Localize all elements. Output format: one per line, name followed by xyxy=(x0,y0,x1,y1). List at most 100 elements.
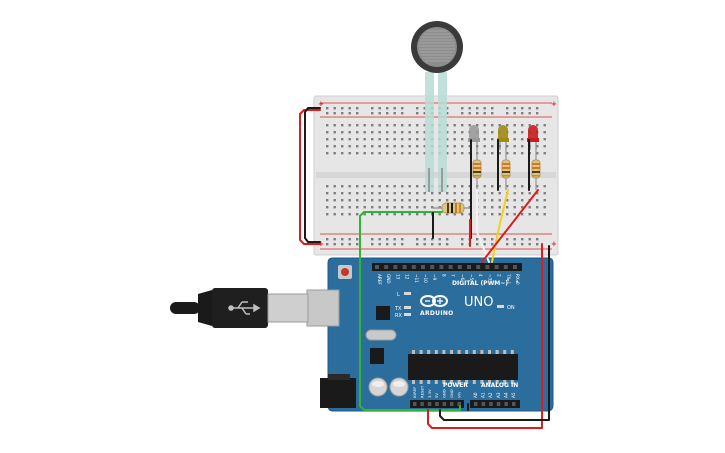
breadboard-hole[interactable] xyxy=(521,145,524,148)
breadboard-hole[interactable] xyxy=(363,213,366,216)
breadboard-hole[interactable] xyxy=(416,185,419,188)
breadboard-hole[interactable] xyxy=(408,145,411,148)
breadboard-hole[interactable] xyxy=(393,152,396,155)
breadboard-rail-hole[interactable] xyxy=(356,243,359,246)
breadboard-rail-hole[interactable] xyxy=(521,107,524,110)
breadboard-hole[interactable] xyxy=(506,213,509,216)
breadboard-hole[interactable] xyxy=(528,192,531,195)
power-pin[interactable] xyxy=(435,402,439,406)
breadboard-hole[interactable] xyxy=(513,199,516,202)
breadboard-rail-hole[interactable] xyxy=(513,112,516,115)
breadboard-hole[interactable] xyxy=(348,185,351,188)
breadboard-rail-hole[interactable] xyxy=(356,238,359,241)
breadboard-rail-hole[interactable] xyxy=(401,243,404,246)
breadboard-hole[interactable] xyxy=(363,138,366,141)
breadboard-hole[interactable] xyxy=(431,206,434,209)
breadboard-hole[interactable] xyxy=(521,213,524,216)
reset-button[interactable] xyxy=(341,268,349,276)
breadboard-hole[interactable] xyxy=(543,199,546,202)
breadboard-rail-hole[interactable] xyxy=(431,243,434,246)
breadboard-hole[interactable] xyxy=(453,124,456,127)
breadboard-hole[interactable] xyxy=(348,124,351,127)
breadboard-rail-hole[interactable] xyxy=(401,112,404,115)
breadboard-hole[interactable] xyxy=(333,124,336,127)
breadboard-hole[interactable] xyxy=(468,199,471,202)
breadboard-rail-hole[interactable] xyxy=(528,112,531,115)
breadboard-hole[interactable] xyxy=(513,192,516,195)
breadboard-hole[interactable] xyxy=(393,213,396,216)
breadboard-hole[interactable] xyxy=(446,124,449,127)
breadboard-rail-hole[interactable] xyxy=(348,107,351,110)
breadboard-hole[interactable] xyxy=(371,213,374,216)
breadboard-hole[interactable] xyxy=(483,199,486,202)
breadboard-hole[interactable] xyxy=(506,199,509,202)
breadboard-hole[interactable] xyxy=(341,185,344,188)
breadboard-rail-hole[interactable] xyxy=(483,238,486,241)
breadboard-hole[interactable] xyxy=(408,213,411,216)
breadboard-hole[interactable] xyxy=(521,124,524,127)
wire-led3-red[interactable] xyxy=(481,189,539,263)
breadboard-rail-hole[interactable] xyxy=(431,238,434,241)
breadboard-hole[interactable] xyxy=(348,131,351,134)
breadboard-hole[interactable] xyxy=(363,206,366,209)
breadboard-rail-hole[interactable] xyxy=(468,107,471,110)
breadboard-rail-hole[interactable] xyxy=(521,238,524,241)
digital-pin[interactable] xyxy=(384,265,389,269)
breadboard-hole[interactable] xyxy=(483,138,486,141)
breadboard-hole[interactable] xyxy=(326,152,329,155)
breadboard-hole[interactable] xyxy=(401,199,404,202)
breadboard-hole[interactable] xyxy=(333,213,336,216)
breadboard-hole[interactable] xyxy=(363,124,366,127)
breadboard-hole[interactable] xyxy=(333,206,336,209)
analog-pin[interactable] xyxy=(489,402,493,406)
power-jack[interactable] xyxy=(320,378,356,408)
breadboard-hole[interactable] xyxy=(461,199,464,202)
force-sensor[interactable] xyxy=(411,21,463,192)
breadboard-hole[interactable] xyxy=(348,192,351,195)
breadboard-hole[interactable] xyxy=(326,185,329,188)
breadboard-hole[interactable] xyxy=(423,206,426,209)
breadboard-rail-hole[interactable] xyxy=(348,112,351,115)
breadboard-hole[interactable] xyxy=(491,192,494,195)
breadboard-hole[interactable] xyxy=(326,213,329,216)
breadboard-hole[interactable] xyxy=(543,185,546,188)
breadboard-hole[interactable] xyxy=(408,192,411,195)
breadboard-hole[interactable] xyxy=(401,192,404,195)
breadboard-rail-hole[interactable] xyxy=(528,243,531,246)
breadboard-rail-hole[interactable] xyxy=(528,238,531,241)
digital-pin[interactable] xyxy=(393,265,398,269)
breadboard-hole[interactable] xyxy=(416,152,419,155)
breadboard-hole[interactable] xyxy=(423,192,426,195)
breadboard-hole[interactable] xyxy=(416,206,419,209)
breadboard-hole[interactable] xyxy=(386,138,389,141)
breadboard-hole[interactable] xyxy=(461,152,464,155)
breadboard-hole[interactable] xyxy=(393,199,396,202)
breadboard-hole[interactable] xyxy=(326,124,329,127)
breadboard-hole[interactable] xyxy=(378,124,381,127)
breadboard-hole[interactable] xyxy=(513,124,516,127)
breadboard-hole[interactable] xyxy=(468,152,471,155)
breadboard-rail-hole[interactable] xyxy=(356,112,359,115)
breadboard-hole[interactable] xyxy=(446,199,449,202)
breadboard-hole[interactable] xyxy=(543,206,546,209)
power-pin[interactable] xyxy=(450,402,454,406)
breadboard-hole[interactable] xyxy=(483,124,486,127)
breadboard-rail-hole[interactable] xyxy=(438,238,441,241)
breadboard-hole[interactable] xyxy=(453,145,456,148)
breadboard-rail-hole[interactable] xyxy=(333,107,336,110)
power-pin[interactable] xyxy=(413,402,417,406)
breadboard-rail-hole[interactable] xyxy=(423,238,426,241)
power-pin[interactable] xyxy=(427,402,432,406)
breadboard-hole[interactable] xyxy=(498,199,501,202)
breadboard-hole[interactable] xyxy=(491,131,494,134)
breadboard-hole[interactable] xyxy=(491,152,494,155)
breadboard-hole[interactable] xyxy=(356,131,359,134)
breadboard-rail-hole[interactable] xyxy=(378,107,381,110)
breadboard-hole[interactable] xyxy=(513,185,516,188)
breadboard-hole[interactable] xyxy=(438,199,441,202)
breadboard-hole[interactable] xyxy=(491,138,494,141)
breadboard-hole[interactable] xyxy=(461,124,464,127)
breadboard-hole[interactable] xyxy=(543,131,546,134)
breadboard-hole[interactable] xyxy=(326,206,329,209)
breadboard-hole[interactable] xyxy=(483,185,486,188)
